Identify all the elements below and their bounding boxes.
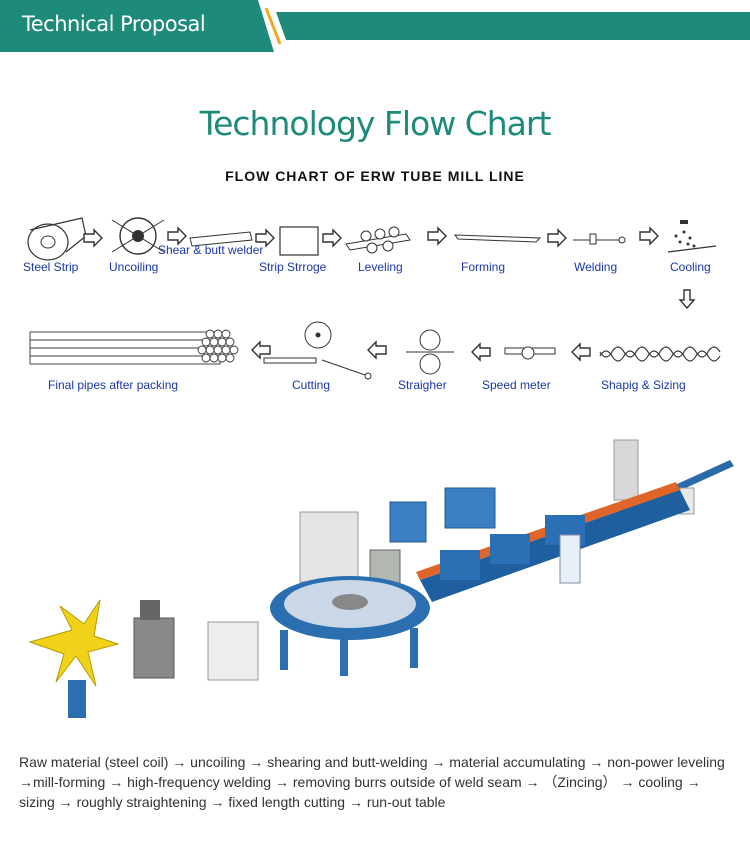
shaping-sizing-icon xyxy=(599,346,721,362)
process-description: Raw material (steel coil) → uncoiling → … xyxy=(19,754,725,810)
speed-meter-icon xyxy=(504,346,556,360)
cooling-icon xyxy=(667,220,717,253)
label-straightener: Straigher xyxy=(398,378,447,392)
label-shaping-sizing: Shapig & Sizing xyxy=(601,378,686,392)
flow-chart-title: FLOW CHART OF ERW TUBE MILL LINE xyxy=(225,168,525,184)
forming-icon xyxy=(453,234,542,243)
straightener-icon xyxy=(406,329,454,375)
banner-title: Technical Proposal xyxy=(22,12,206,36)
label-shear-welder: Shear & butt welder xyxy=(158,243,264,257)
welding-icon xyxy=(573,233,626,245)
label-cooling: Cooling xyxy=(670,260,711,274)
strip-storage-icon xyxy=(279,226,319,256)
page-title: Technology Flow Chart xyxy=(199,104,552,143)
label-leveling: Leveling xyxy=(358,260,403,274)
shear-welder-icon xyxy=(189,231,253,247)
steel-strip-icon xyxy=(27,217,87,261)
label-forming: Forming xyxy=(461,260,506,274)
leveling-icon xyxy=(345,226,411,254)
header-banner xyxy=(0,0,750,52)
tube-mill-line-illustration xyxy=(28,439,734,718)
label-uncoiling: Uncoiling xyxy=(109,260,159,274)
final-pipes-icon xyxy=(29,329,239,365)
label-final-pipes: Final pipes after packing xyxy=(48,378,179,392)
uncoiling-icon xyxy=(111,217,165,255)
label-speed-meter: Speed meter xyxy=(482,378,551,392)
label-steel-strip: Steel Strip xyxy=(23,260,79,274)
label-cutting: Cutting xyxy=(292,378,331,392)
flow-chart-diagram xyxy=(27,217,721,380)
label-welding: Welding xyxy=(574,260,618,274)
down-arrow-icon xyxy=(678,289,696,310)
label-strip-storage: Strip Strroge xyxy=(259,260,327,274)
cutting-icon xyxy=(263,321,372,380)
